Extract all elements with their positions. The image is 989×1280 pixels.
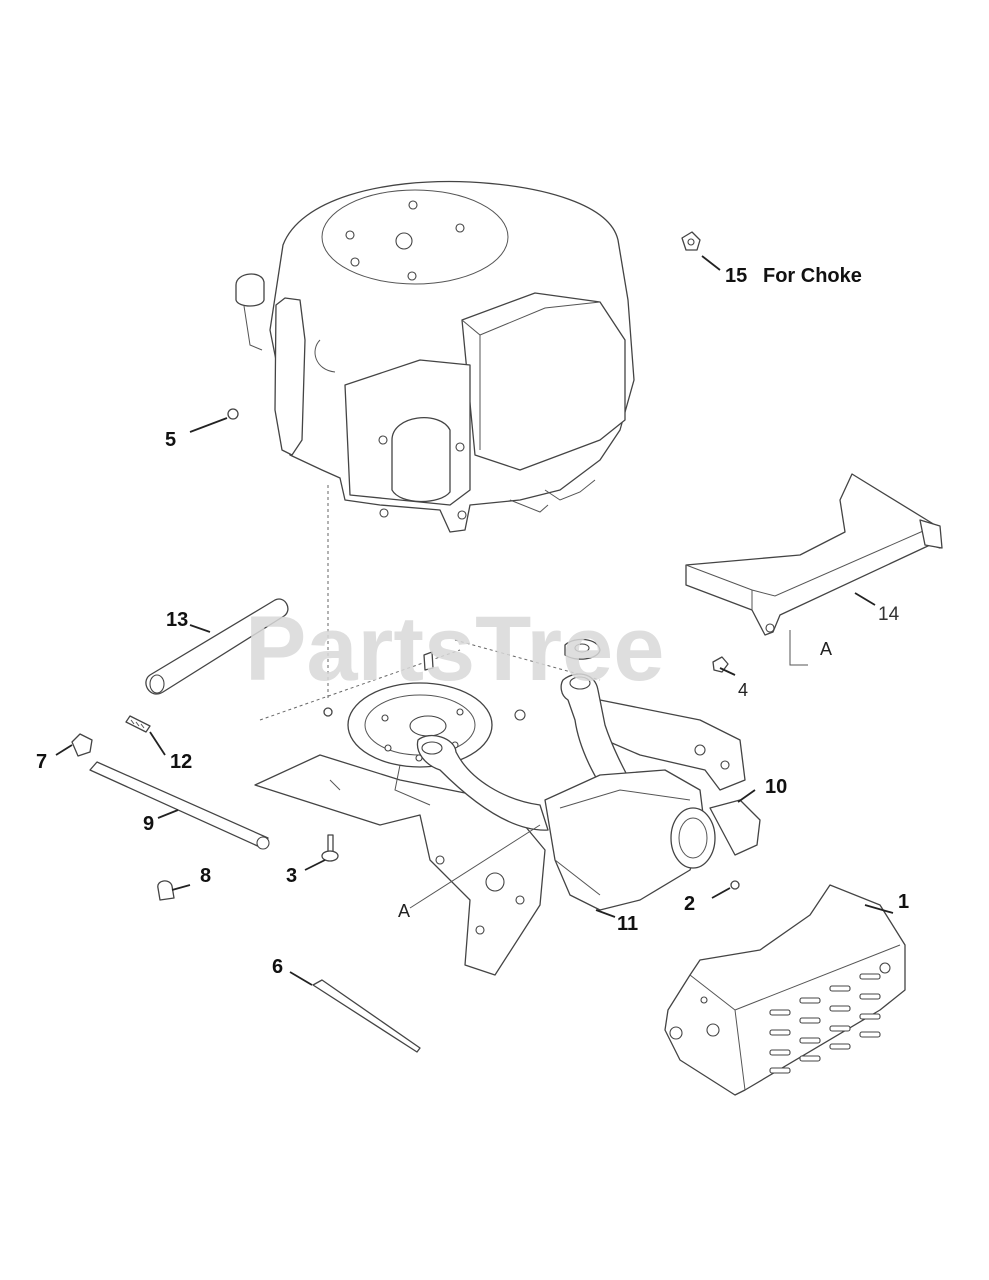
callout-5: 5 <box>165 429 176 451</box>
callout-7: 7 <box>36 751 47 773</box>
stud <box>323 707 333 717</box>
callout-9: 9 <box>143 813 154 835</box>
callout-2: 2 <box>684 893 695 915</box>
heat-shield-slots <box>769 973 881 1074</box>
choke-note: For Choke <box>763 265 862 287</box>
reference-a-lower: A <box>398 901 410 921</box>
callout-14: 14 <box>878 604 900 625</box>
tube <box>145 598 289 695</box>
nut-5 <box>227 408 239 420</box>
callout-8: 8 <box>200 865 211 887</box>
screw <box>730 880 740 890</box>
muffler <box>544 769 761 911</box>
callout-12: 12 <box>170 751 192 773</box>
rod <box>89 761 269 849</box>
engine <box>235 180 635 533</box>
cable-tie <box>312 979 421 1053</box>
callout-13: 13 <box>166 609 188 631</box>
nut-7 <box>71 733 93 757</box>
callout-10: 10 <box>765 776 787 798</box>
reference-a-upper: A <box>820 639 832 659</box>
callout-labels: 1 2 3 4 5 6 7 8 9 10 11 12 13 14 15 For … <box>36 265 909 978</box>
callout-6: 6 <box>272 956 283 978</box>
callout-15: 15 <box>725 265 747 287</box>
callout-11: 11 <box>617 913 638 935</box>
clip <box>157 880 175 901</box>
frame <box>254 639 746 976</box>
callout-4: 4 <box>738 680 748 700</box>
leader-lines <box>55 255 894 986</box>
callout-1: 1 <box>898 891 909 913</box>
bracket <box>685 473 943 636</box>
callout-3: 3 <box>286 865 297 887</box>
heat-shield <box>664 884 906 1096</box>
nut-4 <box>712 656 729 673</box>
watermark: PartsTree <box>245 598 664 700</box>
engine-pulley <box>347 651 526 768</box>
